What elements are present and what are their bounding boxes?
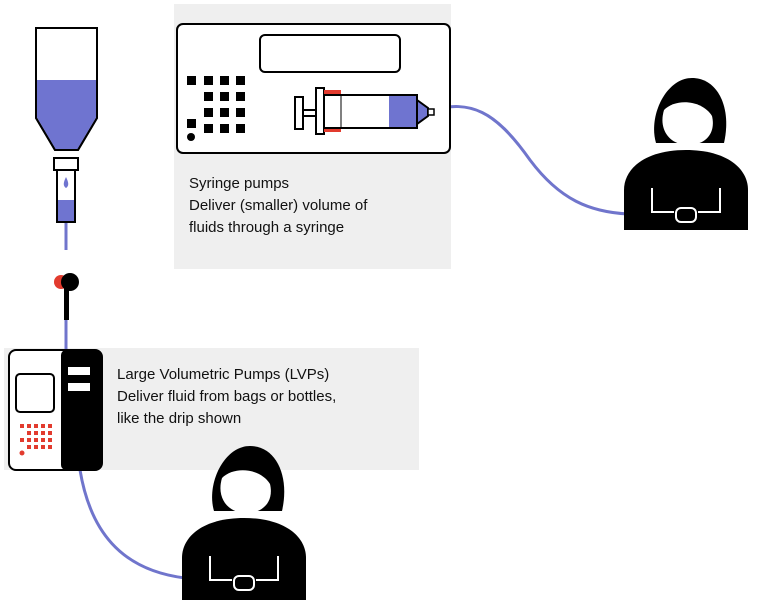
- lvp-title: Large Volumetric Pumps (LVPs): [117, 366, 330, 383]
- lvp-patient-tube: [78, 469, 186, 580]
- large-volumetric-pump-icon: [8, 349, 103, 471]
- iv-drip-bag-icon: [35, 27, 98, 223]
- syringe-pump-description-line1: Deliver (smaller) volume of: [189, 197, 368, 214]
- lvp-keypad: [19, 424, 52, 456]
- syringe-pump-icon: [176, 23, 451, 154]
- syringe-pump-keypad: [187, 76, 245, 141]
- syringe-pump-caption: Syringe pumps Deliver (smaller) volume o…: [189, 173, 439, 239]
- syringe-pump-title: Syringe pumps: [189, 175, 290, 192]
- roller-clamp-icon: [54, 273, 79, 320]
- lvp-description-line2: like the drip shown: [117, 410, 242, 427]
- syringe-pump-description-line2: fluids through a syringe: [189, 219, 345, 236]
- syringe-icon: [294, 87, 435, 135]
- syringe-patient-tube: [431, 105, 629, 216]
- lvp-caption: Large Volumetric Pumps (LVPs) Deliver fl…: [117, 364, 412, 430]
- patient-icon: [624, 78, 748, 230]
- patient-icon: [182, 446, 306, 600]
- lvp-description-line1: Deliver fluid from bags or bottles,: [117, 388, 337, 405]
